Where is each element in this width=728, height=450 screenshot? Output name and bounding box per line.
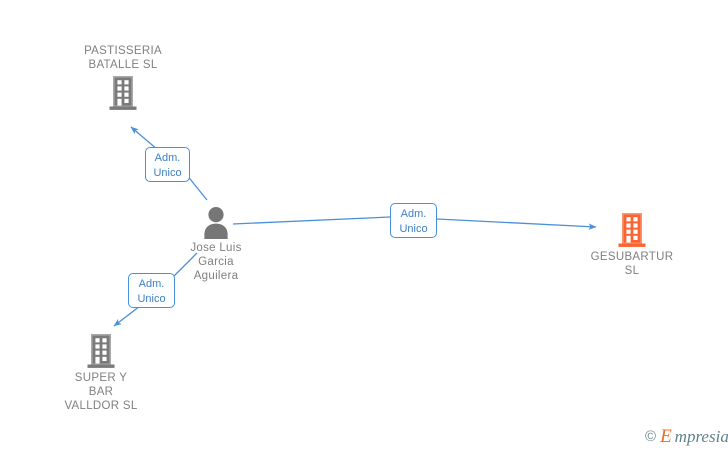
node-super-y-bar-valldor-sl[interactable]: SUPER Y BAR VALLDOR SL [41,333,161,413]
node-label: PASTISSERIA BATALLE SL [84,45,162,71]
edge-person-to-right-box [232,216,391,225]
edge-right-box-to-gesubartur [436,218,597,230]
node-label: SUPER Y BAR VALLDOR SL [64,372,138,412]
node-gesubartur-sl[interactable]: GESUBARTUR SL [571,212,693,278]
copyright-icon: © [645,427,657,445]
node-pastisseria-batalle-sl[interactable]: PASTISSERIA BATALLE SL [63,44,183,111]
empresia-watermark: © E mpresia [645,424,728,448]
relation-label-adm-unico-pastisseria[interactable]: Adm. Unico [145,147,190,182]
edge-top-box-to-pastisseria [130,126,159,151]
node-label: Jose Luis Garcia Aguilera [190,242,242,282]
person-icon [160,205,272,240]
brand-name: mpresia [674,426,728,446]
relation-label-adm-unico-gesubartur[interactable]: Adm. Unico [390,203,437,238]
building-icon [571,212,693,248]
node-label: GESUBARTUR SL [590,251,674,277]
edge-person-to-bottom-box [172,252,198,278]
brand-initial: E [660,425,672,447]
relation-label-adm-unico-supervalldor[interactable]: Adm. Unico [128,273,175,308]
node-person-jose-luis-garcia-aguilera[interactable]: Jose Luis Garcia Aguilera [160,205,272,283]
building-icon [63,75,183,111]
building-icon [41,333,161,369]
edge-bottom-box-to-supervalldor [113,305,141,327]
